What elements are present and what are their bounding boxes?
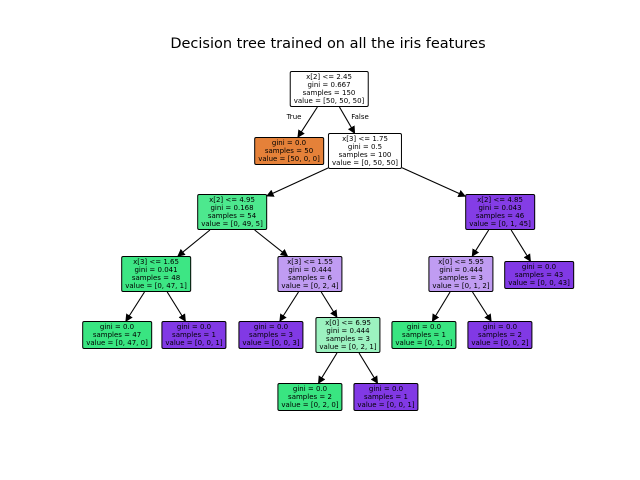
node-text-line: value = [0, 47, 0] [86, 339, 148, 347]
node-text-line: value = [0, 0, 43] [508, 279, 570, 287]
edge-label-true: True [286, 113, 302, 121]
node-text-line: value = [0, 1, 45] [469, 220, 531, 228]
tree-edge-n4-n8 [510, 229, 531, 262]
tree-edge-n2-n4 [401, 167, 467, 197]
tree-edge-n3-n6 [254, 229, 289, 257]
node-text-line: gini = 0.0 [253, 323, 289, 331]
tree-edge-n3-n5 [177, 229, 211, 257]
node-text-line: gini = 0.0 [368, 385, 404, 393]
edge-label-false: False [351, 113, 369, 121]
node-text-line: x[0] <= 6.95 [325, 319, 371, 327]
tree-edge-n12-n16 [358, 352, 378, 384]
node-text-line: gini = 0.444 [288, 266, 332, 274]
node-text-line: gini = 0.0 [292, 385, 328, 393]
node-text-line: value = [50, 50, 50] [293, 97, 365, 105]
node-text-line: samples = 1 [402, 331, 446, 339]
node-text-line: gini = 0.0 [271, 139, 307, 147]
tree-edge-n7-n14 [472, 291, 492, 322]
tree-edge-n2-n3 [266, 167, 329, 197]
node-text-line: gini = 0.5 [347, 143, 383, 151]
node-text-line: samples = 47 [92, 331, 142, 339]
tree-edge-n6-n11 [279, 291, 299, 322]
node-text-line: samples = 48 [131, 274, 181, 282]
node-text-line: samples = 1 [364, 393, 408, 401]
node-text-line: x[2] <= 2.45 [306, 73, 352, 81]
node-text-line: gini = 0.041 [134, 266, 178, 274]
node-text-line: value = [0, 1, 0] [395, 339, 453, 347]
node-text-line: value = [0, 50, 50] [331, 159, 399, 167]
tree-edge-n0-n1 [297, 106, 318, 138]
node-text-line: gini = 0.0 [406, 323, 442, 331]
node-text-line: samples = 3 [249, 331, 293, 339]
node-text-line: value = [0, 47, 1] [125, 282, 187, 290]
node-text-line: gini = 0.0 [176, 323, 212, 331]
node-text-line: x[2] <= 4.85 [477, 196, 523, 204]
node-text-line: samples = 50 [264, 147, 314, 155]
node-text-line: value = [0, 2, 4] [281, 282, 339, 290]
node-text-line: value = [0, 0, 1] [165, 339, 223, 347]
node-text-line: samples = 46 [475, 212, 525, 220]
node-text-line: value = [0, 49, 5] [201, 220, 263, 228]
node-text-line: gini = 0.667 [307, 81, 351, 89]
node-text-line: samples = 3 [439, 274, 483, 282]
tree-edge-n12-n15 [318, 352, 338, 384]
tree-edge-n4-n7 [471, 229, 490, 257]
node-text-line: value = [0, 0, 1] [357, 401, 415, 409]
figure-title: Decision tree trained on all the iris fe… [170, 36, 486, 52]
node-text-line: value = [0, 2, 0] [281, 401, 339, 409]
node-text-line: x[3] <= 1.65 [133, 258, 179, 266]
node-text-line: samples = 2 [288, 393, 332, 401]
node-text-line: value = [0, 1, 2] [432, 282, 490, 290]
node-text-line: samples = 1 [172, 331, 216, 339]
tree-edge-n5-n10 [166, 291, 186, 322]
node-text-line: value = [0, 0, 2] [471, 339, 529, 347]
node-text-line: x[0] <= 5.95 [438, 258, 484, 266]
node-text-line: gini = 0.0 [99, 323, 135, 331]
node-text-line: samples = 43 [514, 271, 564, 279]
node-text-line: value = [0, 0, 3] [242, 339, 300, 347]
node-text-line: gini = 0.0 [482, 323, 518, 331]
node-text-line: gini = 0.444 [326, 327, 370, 335]
node-text-line: value = [0, 2, 1] [319, 343, 377, 351]
node-text-line: value = [50, 0, 0] [258, 155, 320, 163]
node-text-line: samples = 100 [338, 151, 392, 159]
node-text-line: samples = 150 [302, 89, 356, 97]
tree-edge-n7-n13 [431, 291, 451, 322]
node-text-line: samples = 3 [326, 335, 370, 343]
node-text-line: samples = 6 [288, 274, 332, 282]
node-text-line: samples = 54 [207, 212, 257, 220]
tree-edge-n6-n12 [320, 291, 338, 318]
node-text-line: gini = 0.168 [210, 204, 254, 212]
tree-edge-n5-n9 [125, 291, 145, 322]
node-text-line: x[3] <= 1.55 [287, 258, 333, 266]
tree-edge-n0-n2 [338, 106, 356, 134]
node-text-line: gini = 0.444 [439, 266, 483, 274]
node-text-line: samples = 2 [478, 331, 522, 339]
node-text-line: gini = 0.0 [521, 263, 557, 271]
node-text-line: x[2] <= 4.95 [209, 196, 255, 204]
node-text-line: gini = 0.043 [478, 204, 522, 212]
node-text-line: x[3] <= 1.75 [342, 135, 388, 143]
